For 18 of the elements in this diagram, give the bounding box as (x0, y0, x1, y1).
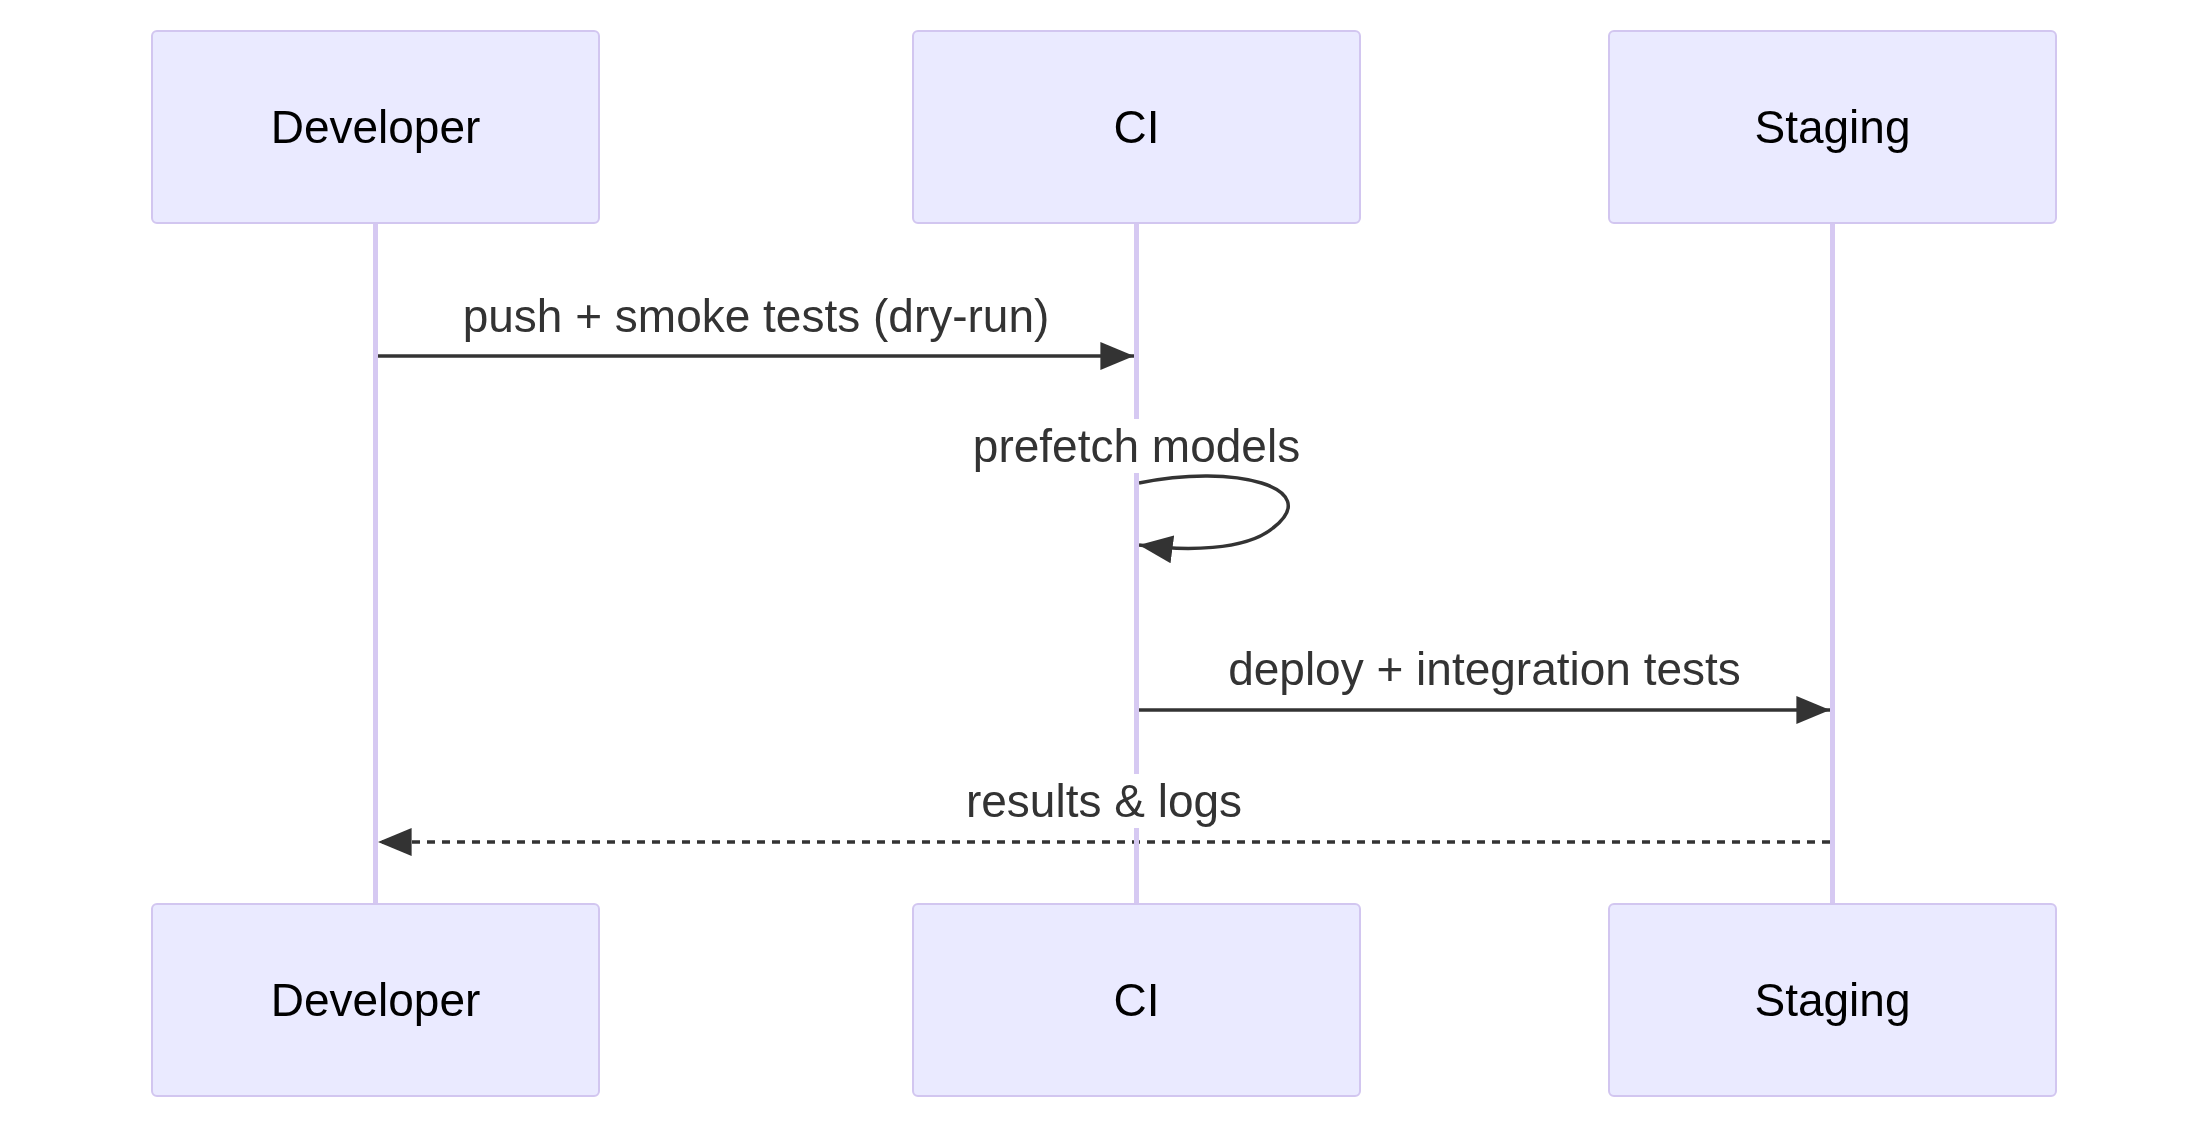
lifeline (1830, 224, 1835, 903)
message-arrow (1138, 474, 1290, 563)
participant-box (151, 30, 600, 224)
participant-name: Staging (1754, 100, 1911, 154)
participant-box (912, 30, 1361, 224)
message-arrow (378, 342, 1134, 370)
lifeline (373, 224, 378, 903)
message-arrow (1139, 696, 1830, 724)
participant-name: CI (1113, 100, 1160, 154)
participant-box (1608, 30, 2057, 224)
participant-name: Staging (1754, 973, 1911, 1027)
participant-name: Developer (270, 973, 481, 1027)
participant-name: Developer (270, 100, 481, 154)
participant-box (1608, 903, 2057, 1097)
participant-box (912, 903, 1361, 1097)
message-arrow (378, 828, 1830, 856)
participant-name: CI (1113, 973, 1160, 1027)
participant-box (151, 903, 600, 1097)
